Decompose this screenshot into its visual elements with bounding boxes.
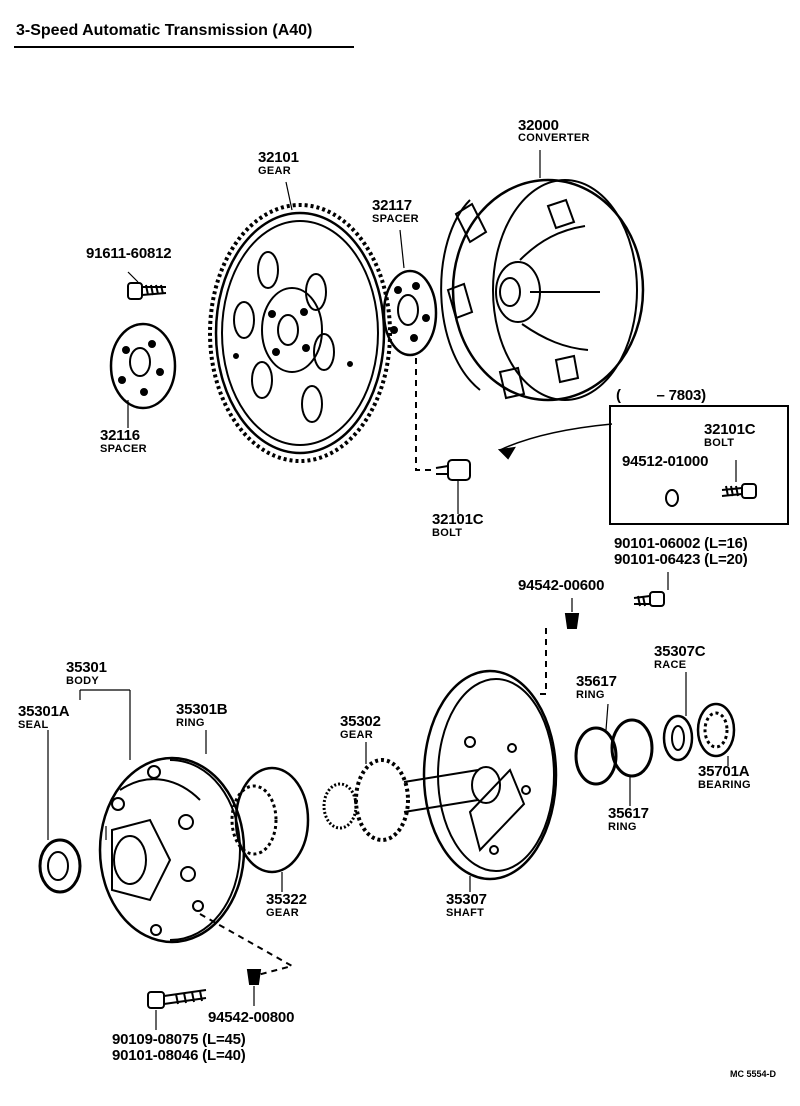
part-name-spacer-b: SPACER	[372, 213, 419, 225]
part-number-gear-ring: 32101	[258, 149, 299, 166]
bolt-32101c-drawing	[435, 459, 471, 481]
driven-gear-drawing	[230, 766, 310, 874]
part-name-shaft: SHAFT	[446, 907, 485, 919]
ring-gear-drawing	[208, 203, 392, 463]
part-number-body: 35301	[66, 659, 107, 676]
part-number-ring-a: 35617	[576, 673, 617, 690]
drive-gear-drawing	[322, 758, 410, 842]
part-number-seal: 35301A	[18, 703, 70, 720]
bearing-drawing	[696, 702, 736, 758]
bolt-91611-drawing	[127, 282, 167, 300]
washer-94542-00800-drawing	[246, 969, 262, 1006]
inset-box	[609, 405, 789, 525]
part-number-gear-drive: 35302	[340, 713, 381, 730]
page-title: 3-Speed Automatic Transmission (A40)	[16, 22, 313, 39]
part-number-bolt-pair-1: 90101-06002 (L=16)	[614, 535, 748, 552]
part-name-ring-a: RING	[576, 689, 605, 701]
part-name-converter: CONVERTER	[518, 132, 590, 144]
washer-94512-drawing	[665, 489, 679, 507]
spacer-32117-drawing	[382, 269, 438, 357]
part-number-spacer-b: 32117	[372, 197, 412, 214]
part-number-ring-body: 35301B	[176, 701, 228, 718]
part-number-bolt-long-1: 90109-08075 (L=45)	[112, 1031, 246, 1048]
shaft-drawing	[403, 669, 558, 881]
ring-b-drawing	[610, 718, 654, 778]
part-number-box-washer: 94512-01000	[622, 453, 709, 470]
part-name-bearing: BEARING	[698, 779, 751, 791]
part-name-spacer-a: SPACER	[100, 443, 147, 455]
part-number-bolt-c: 32101C	[432, 511, 484, 528]
part-name-seal: SEAL	[18, 719, 49, 731]
part-name-gear-driven: GEAR	[266, 907, 299, 919]
spacer-32116-drawing	[109, 322, 177, 410]
part-number-washer-800: 94542-00800	[208, 1009, 295, 1026]
part-number-bearing: 35701A	[698, 763, 750, 780]
part-number-shaft: 35307	[446, 891, 487, 908]
part-name-race: RACE	[654, 659, 687, 671]
part-number-converter: 32000	[518, 117, 559, 134]
pump-body-drawing	[98, 756, 246, 944]
part-number-gear-driven: 35322	[266, 891, 307, 908]
washer-94542-00600-drawing	[564, 598, 580, 629]
box-bolt-drawing	[721, 460, 757, 499]
part-name-bolt-c: BOLT	[432, 527, 463, 539]
part-name-ring-b: RING	[608, 821, 637, 833]
reference-code: MC 5554-D	[730, 1069, 777, 1079]
title-underline	[14, 46, 354, 48]
inset-date-range: ( – 7803)	[616, 387, 706, 404]
part-name-body: BODY	[66, 675, 99, 687]
part-number-box-bolt: 32101C	[704, 421, 756, 438]
bolt-long-drawing	[147, 989, 207, 1030]
converter-drawing	[440, 178, 645, 402]
part-name-ring-body: RING	[176, 717, 205, 729]
part-number-bolt-flywheel: 91611-60812	[86, 245, 172, 262]
part-number-washer-600: 94542-00600	[518, 577, 605, 594]
ring-a-drawing	[574, 726, 618, 786]
part-number-ring-b: 35617	[608, 805, 649, 822]
seal-drawing	[38, 838, 82, 894]
part-number-bolt-pair-2: 90101-06423 (L=20)	[614, 551, 748, 568]
part-number-bolt-long-2: 90101-08046 (L=40)	[112, 1047, 246, 1064]
bolt-90101-06-drawing	[633, 572, 669, 607]
part-name-box-bolt: BOLT	[704, 437, 735, 449]
part-number-spacer-a: 32116	[100, 427, 140, 444]
part-number-race: 35307C	[654, 643, 706, 660]
race-drawing	[662, 714, 694, 762]
part-name-gear-ring: GEAR	[258, 165, 291, 177]
part-name-gear-drive: GEAR	[340, 729, 373, 741]
